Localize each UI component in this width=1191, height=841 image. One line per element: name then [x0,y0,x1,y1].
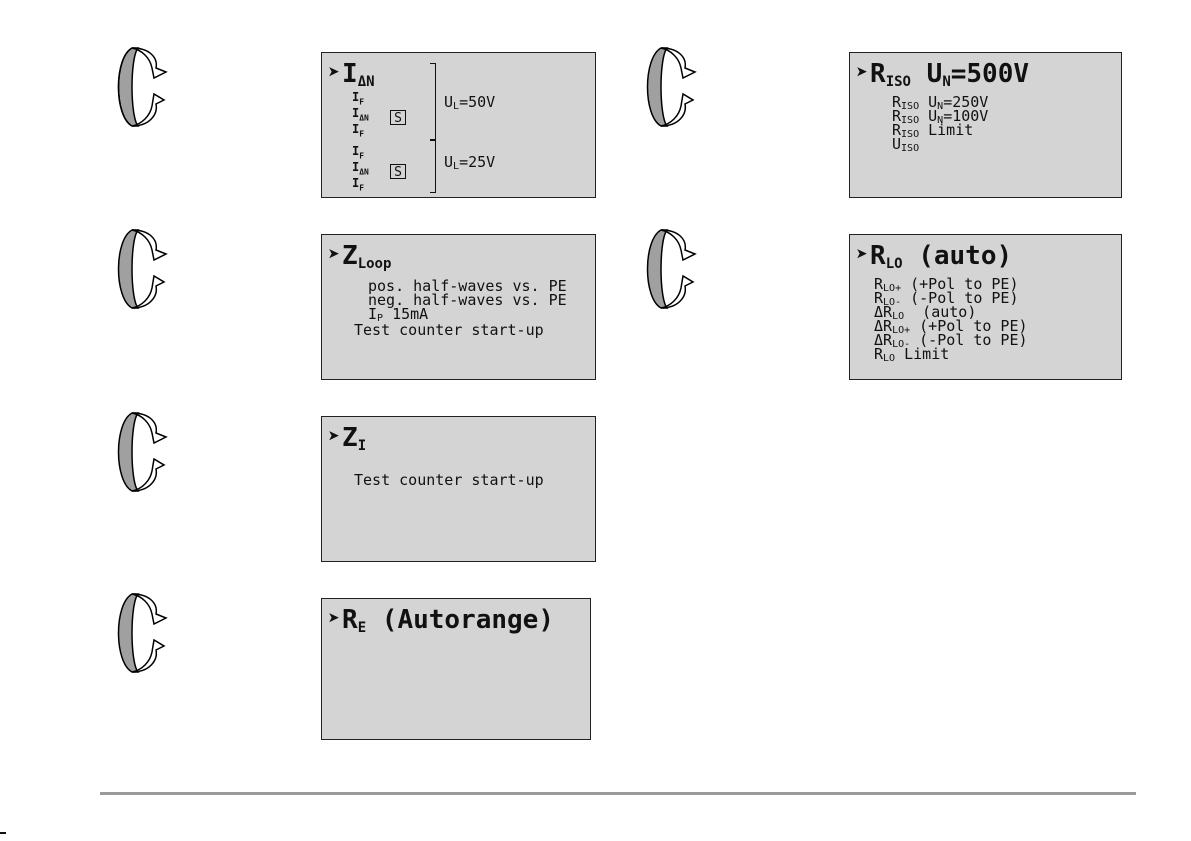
rotary-switch-icon [646,229,697,309]
pointer-arrow-icon: ➤ [328,242,341,266]
rlo-row: RLO+ (+Pol to PE) [874,275,1019,294]
lcd-panel-zloop: ➤ZLoop pos. half-waves vs. PE neg. half-… [321,234,596,380]
riso-row: RISO UN=250V [892,93,989,112]
panel-title: ➤IΔN [328,59,375,90]
rotary-switch-icon [117,593,168,673]
riso-row: RISO UN=100V [892,107,989,126]
rotary-switch-icon [117,47,168,127]
rotary-switch-icon [117,412,168,492]
zi-line: Test counter start-up [354,471,544,489]
bracket [430,139,436,193]
lcd-panel-rlo: ➤RLO (auto) RLO+ (+Pol to PE) RLO- (-Pol… [849,234,1122,380]
s-indicator: S [390,163,406,180]
idn-line: IF [352,122,365,139]
ul-25-label: UL=25V [444,153,496,172]
panel-title: ➤RE (Autorange) [328,605,554,636]
footer-rule [100,792,1136,795]
bracket [430,63,436,141]
panel-title: ➤ZI [328,423,367,454]
pointer-arrow-icon: ➤ [328,424,341,448]
panel-title: ➤RLO (auto) [856,241,1013,272]
ip-current-line: IP 15mA [368,305,429,324]
lcd-panel-zi: ➤ZI Test counter start-up [321,416,596,562]
idn-line: IF [352,90,365,107]
zloop-line: pos. half-waves vs. PE [368,277,567,295]
pointer-arrow-icon: ➤ [856,60,869,84]
zloop-line: Test counter start-up [354,321,544,339]
s-indicator: S [390,109,406,126]
idn-line: IΔN [352,160,369,177]
lcd-panel-re: ➤RE (Autorange) [321,598,591,740]
rlo-row: ΔRLO+ (+Pol to PE) [874,317,1028,336]
uiso-row: UISO [892,135,920,154]
ul-50-label: UL=50V [444,93,496,112]
zloop-line: neg. half-waves vs. PE [368,291,567,309]
rotary-switch-icon [646,47,697,127]
panel-title: ➤ZLoop [328,241,392,272]
panel-title: ➤RISO UN=500V [856,59,1030,90]
rlo-row: RLO- (-Pol to PE) [874,289,1019,308]
lcd-panel-riso: ➤RISO UN=500V RISO UN=250V RISO UN=100V … [849,52,1122,198]
page-marker [0,832,6,834]
pointer-arrow-icon: ➤ [856,242,869,266]
lcd-panel-idn: ➤IΔN IF IΔN IF S IF IΔN IF S UL=50V UL=2… [321,52,596,198]
riso-row: RISO Limit [892,121,974,140]
idn-line: IΔN [352,106,369,123]
idn-line: IF [352,176,365,193]
idn-line: IF [352,144,365,161]
pointer-arrow-icon: ➤ [328,60,341,84]
rlo-row: ΔRLO- (-Pol to PE) [874,331,1028,350]
rlo-row: ΔRLO (auto) [874,303,977,322]
rlo-row: RLO Limit [874,345,950,364]
pointer-arrow-icon: ➤ [328,606,341,630]
rotary-switch-icon [117,229,168,309]
